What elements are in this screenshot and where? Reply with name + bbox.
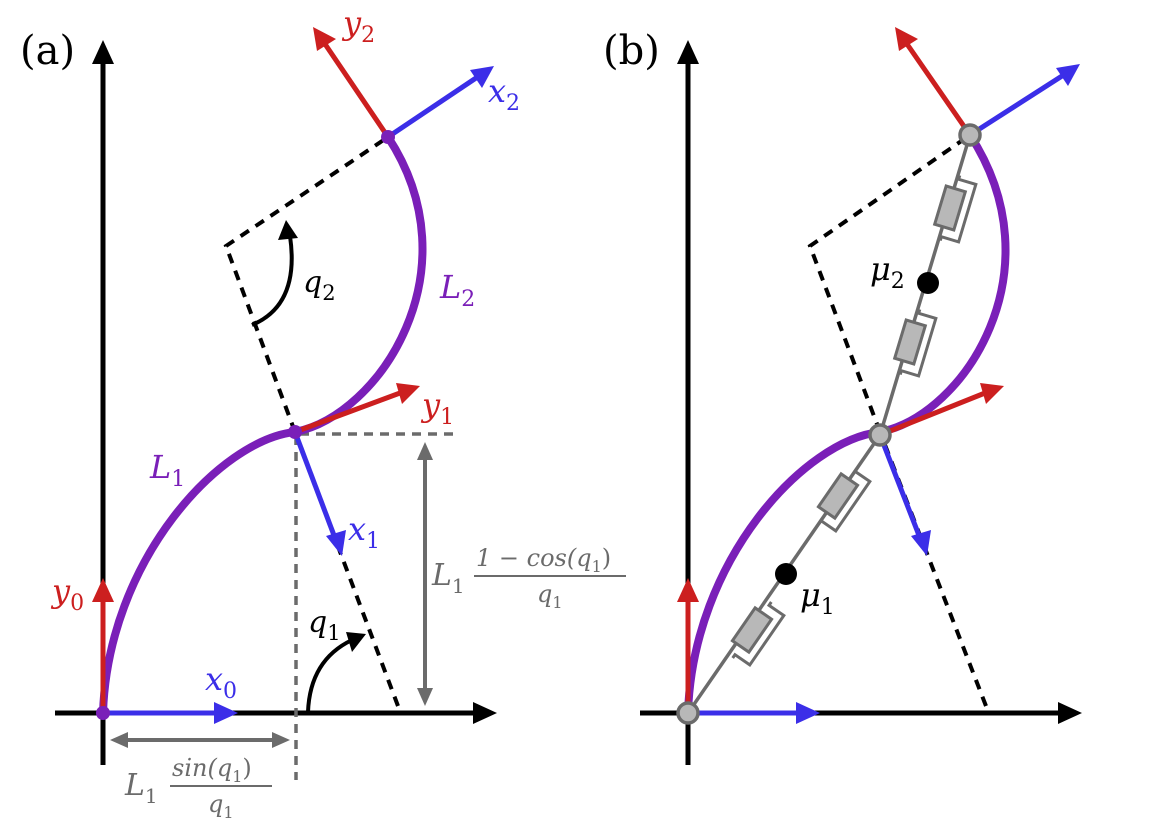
y0-arrowhead xyxy=(92,578,114,602)
joint-0-b xyxy=(676,701,700,725)
spring-damper-2a xyxy=(892,309,938,378)
label-q1: q1 xyxy=(308,605,341,645)
label-mu2: μ2 xyxy=(870,250,905,294)
y1-axis-arrow-b xyxy=(879,390,986,438)
y1-axis-arrow xyxy=(294,390,401,435)
joint-2-a xyxy=(381,130,395,144)
mass-mu1 xyxy=(775,563,797,585)
angle-arc-q2-a xyxy=(251,235,294,327)
spring-damper-2b xyxy=(932,175,978,244)
dim-h-prefix: L1 xyxy=(124,768,158,808)
y2-axis-arrow-b xyxy=(904,42,973,137)
label-x0: x0 xyxy=(205,660,237,704)
panel-a-label: (a) xyxy=(20,28,75,74)
x0-arrowhead xyxy=(214,702,238,724)
y2-arrowhead xyxy=(313,27,336,51)
angle-arc-q1-a xyxy=(306,638,353,713)
x1-axis-arrow-b xyxy=(877,434,923,539)
panel-a: (a) xyxy=(20,4,626,822)
y-axis-arrowhead-a xyxy=(92,40,114,64)
label-x1: x1 xyxy=(348,510,380,554)
spring-damper-1b xyxy=(816,467,872,534)
y-axis-arrowhead-b xyxy=(677,40,699,64)
angle-arc-q2-arrowhead xyxy=(278,220,298,240)
x-axis-arrowhead-a xyxy=(473,702,497,724)
joint-0-a xyxy=(96,706,110,720)
x1-arrowhead-b xyxy=(911,530,931,556)
y0-arrowhead-b xyxy=(677,578,699,602)
spring-damper-1a xyxy=(730,601,786,668)
y1-arrowhead-b xyxy=(980,383,1004,404)
label-L2: L2 xyxy=(439,268,475,312)
joint-2-b xyxy=(958,123,982,147)
label-q2: q2 xyxy=(303,265,336,305)
x2-arrowhead-b xyxy=(1056,64,1080,86)
chord-2-dashed-b xyxy=(807,133,972,433)
chord-2-dashed-a xyxy=(223,135,390,433)
dim-arrowhead-bottom-a xyxy=(417,688,433,706)
dim-h-numerator: sin(q1) xyxy=(172,754,252,786)
y2-arrowhead-b xyxy=(895,27,918,51)
angle-arc-q1-arrowhead xyxy=(346,632,366,652)
y2-axis-arrow xyxy=(322,42,391,139)
x-axis-arrowhead-b xyxy=(1058,702,1082,724)
label-mu1: μ1 xyxy=(800,576,835,620)
x1-arrowhead xyxy=(326,530,346,556)
dim-formula-horizontal: L1 sin(q1) q1 xyxy=(124,754,272,822)
chord-1-dashed-b xyxy=(878,431,988,707)
label-y0: y0 xyxy=(50,572,84,616)
joint-1-a xyxy=(288,425,302,439)
x1-axis-arrow xyxy=(292,431,338,539)
dim-v-prefix: L1 xyxy=(431,558,465,598)
dim-v-numerator: 1 − cos(q1) xyxy=(476,544,611,576)
dim-formula-vertical: L1 1 − cos(q1) q1 xyxy=(431,544,626,612)
label-y2: y2 xyxy=(341,4,375,48)
x2-axis-arrow-b xyxy=(968,73,1064,138)
label-y1: y1 xyxy=(420,386,454,430)
y1-arrowhead xyxy=(396,383,420,404)
panel-b-label: (b) xyxy=(603,28,660,74)
x2-axis-arrow xyxy=(386,75,478,140)
dim-arrowhead-top-a xyxy=(417,442,433,460)
joint-1-b xyxy=(868,423,892,447)
label-L1: L1 xyxy=(149,448,185,492)
dim-arrowhead-right-a xyxy=(272,732,290,748)
dim-arrowhead-left-a xyxy=(110,732,128,748)
dim-v-denominator: q1 xyxy=(537,580,563,612)
label-x2: x2 xyxy=(488,72,520,116)
mass-mu2 xyxy=(917,272,939,294)
x2-arrowhead xyxy=(470,66,494,88)
panel-b: (b) xyxy=(603,27,1082,765)
x0-arrowhead-b xyxy=(796,702,820,724)
dim-h-denominator: q1 xyxy=(208,790,234,822)
